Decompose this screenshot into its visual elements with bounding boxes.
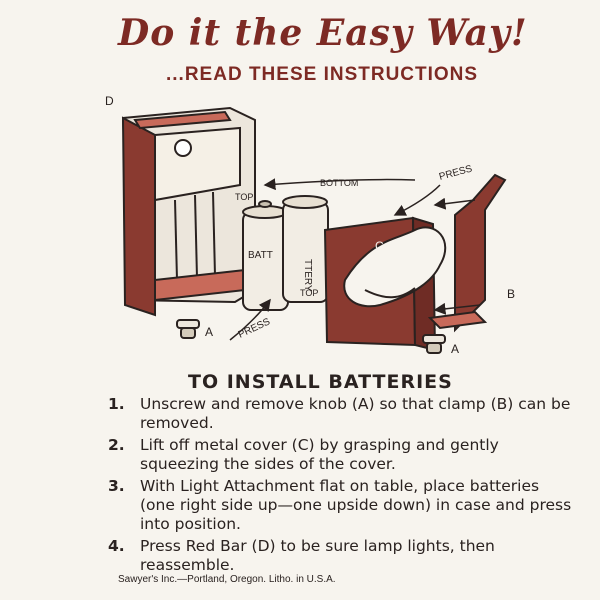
knob-right (422, 334, 446, 354)
clamp (427, 173, 507, 333)
instruction-step: 1. Unscrew and remove knob (A) so that c… (108, 395, 578, 433)
page-subtitle: ...READ THESE INSTRUCTIONS (166, 64, 479, 85)
battery-left-label: BATT (248, 250, 273, 261)
label-top-lower: TOP (300, 288, 318, 298)
hand-icon (343, 226, 447, 308)
step-number: 1. (108, 395, 125, 413)
direction-arrows (229, 178, 481, 341)
step-text: With Light Attachment flat on table, pla… (140, 477, 572, 533)
knob-left (176, 319, 200, 339)
label-bottom: BOTTOM (320, 178, 358, 188)
step-text: Unscrew and remove knob (A) so that clam… (140, 395, 571, 432)
label-press-upper: PRESS (438, 163, 474, 182)
footer-imprint: Sawyer's Inc.—Portland, Oregon. Litho. i… (118, 574, 336, 585)
step-text: Lift off metal cover (C) by grasping and… (140, 436, 499, 473)
battery-right (282, 195, 329, 303)
step-number: 4. (108, 537, 125, 555)
light-attachment-case (121, 106, 256, 317)
page-title: Do it the Easy Way! (118, 12, 528, 54)
label-press-lower: PRESS (237, 316, 273, 340)
instruction-step: 4. Press Red Bar (D) to be sure lamp lig… (108, 537, 578, 575)
step-number: 3. (108, 477, 125, 495)
step-text: Press Red Bar (D) to be sure lamp lights… (140, 537, 495, 574)
battery-right-label: TTERY (302, 259, 313, 292)
label-a-right: A (451, 342, 459, 356)
instruction-step: 3. With Light Attachment flat on table, … (108, 477, 578, 534)
instruction-step: 2. Lift off metal cover (C) by grasping … (108, 436, 578, 474)
label-b: B (507, 287, 515, 301)
label-a-left: A (205, 325, 213, 339)
label-c: C (375, 239, 384, 253)
label-top-upper: TOP (235, 192, 253, 202)
section-heading: TO INSTALL BATTERIES (188, 371, 453, 393)
instruction-steps: 1. Unscrew and remove knob (A) so that c… (108, 395, 578, 578)
battery-installation-illustration: BATT TTERY D TOP BOTTOM PRESS C B TOP (105, 94, 515, 356)
label-d: D (105, 94, 114, 108)
step-number: 2. (108, 436, 125, 454)
